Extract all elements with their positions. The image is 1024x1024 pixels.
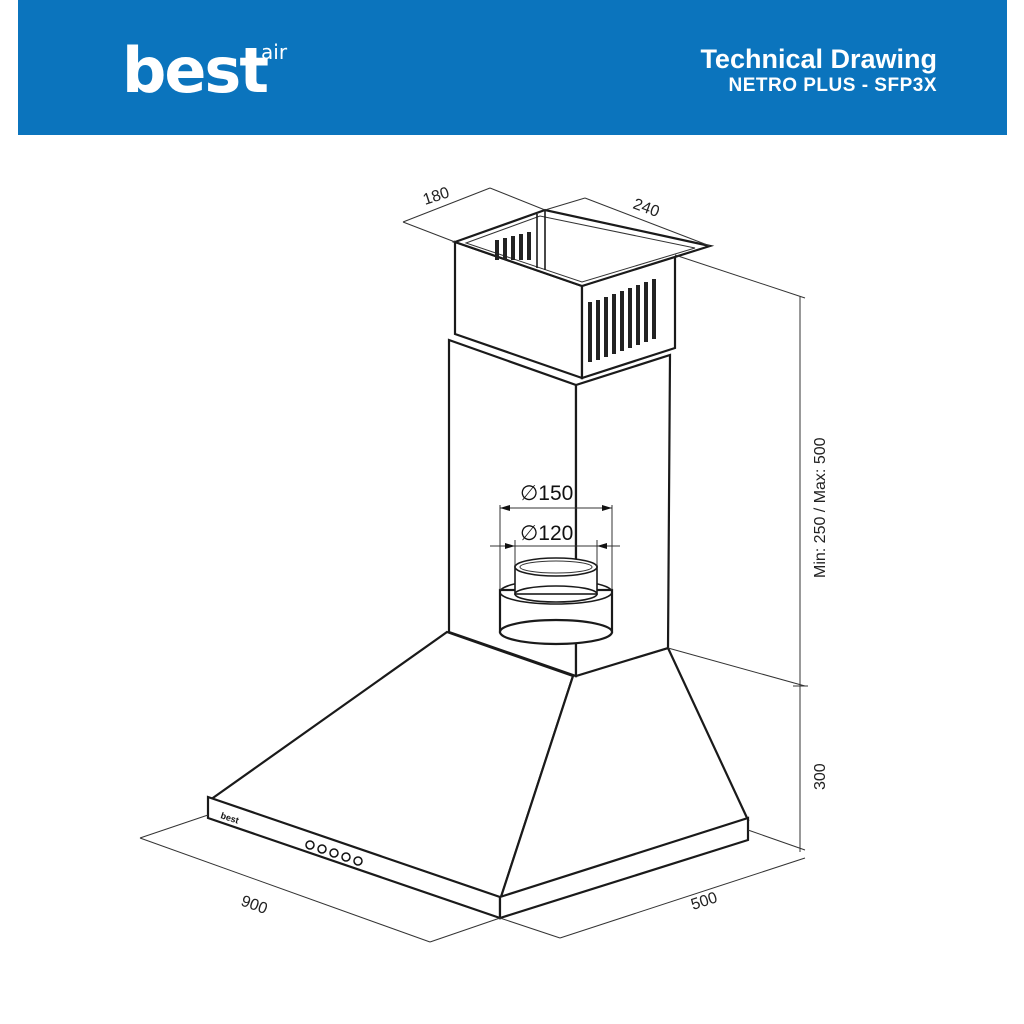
dim-900: 900 — [239, 893, 270, 918]
hood-body — [206, 630, 750, 920]
outlet-inner-dim: ∅120 — [520, 522, 573, 545]
brand-logo: best air — [106, 40, 306, 110]
chimney-top-opening — [464, 215, 696, 283]
dim-500: 500 — [689, 889, 720, 913]
model-name: NETRO PLUS - SFP3X — [728, 75, 937, 96]
control-buttons — [305, 840, 363, 866]
vent-slots-back — [495, 232, 531, 260]
outlet-outer-dim: ∅150 — [520, 482, 573, 505]
dim-vertical: Min: 250 / Max: 500 300 — [667, 254, 829, 852]
outlet-collar — [498, 557, 614, 646]
dim-chimney-height: Min: 250 / Max: 500 — [812, 437, 829, 578]
brand-superscript: air — [261, 40, 288, 64]
hood-side-trim — [498, 816, 750, 920]
page-title: Technical Drawing — [700, 44, 937, 74]
header-banner: best air Technical Drawing NETRO PLUS - … — [18, 0, 1007, 135]
dim-300: 300 — [812, 763, 829, 790]
brand-name: best — [122, 34, 269, 107]
outlet-dimensions: ∅150 ∅120 — [490, 482, 620, 590]
title-block: Technical Drawing NETRO PLUS - SFP3X — [700, 44, 937, 98]
vent-slots-right — [588, 279, 656, 362]
